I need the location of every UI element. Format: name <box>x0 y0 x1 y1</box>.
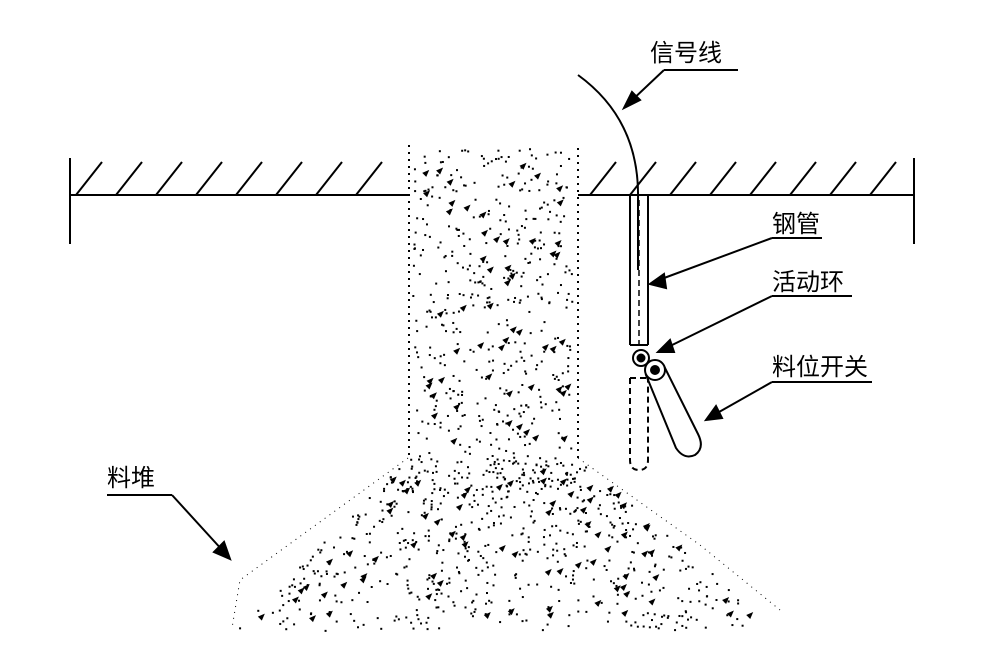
ceiling <box>69 158 915 244</box>
material-pile-label: 料堆 <box>107 464 155 492</box>
movable-ring <box>632 349 650 367</box>
signal-wire-label: 信号线 <box>650 39 722 67</box>
signal-arrow-icon <box>621 90 642 111</box>
leaders <box>107 69 872 561</box>
switch-arrow-icon <box>703 404 724 422</box>
ceiling-hatching <box>75 161 897 196</box>
pipe-arrow-icon <box>647 272 668 290</box>
level-switch-tilted <box>644 359 702 458</box>
pile-arrow-icon <box>212 540 232 561</box>
steel-pipe <box>629 195 649 346</box>
material-flow <box>239 145 754 632</box>
level-switch-vertical <box>629 377 649 472</box>
movable-ring-label: 活动环 <box>772 268 844 296</box>
signal-wire <box>577 74 640 270</box>
steel-pipe-label: 钢管 <box>772 210 820 238</box>
level-switch-label: 料位开关 <box>772 353 868 381</box>
ring-arrow-icon <box>655 338 676 353</box>
material-pile <box>231 457 781 629</box>
